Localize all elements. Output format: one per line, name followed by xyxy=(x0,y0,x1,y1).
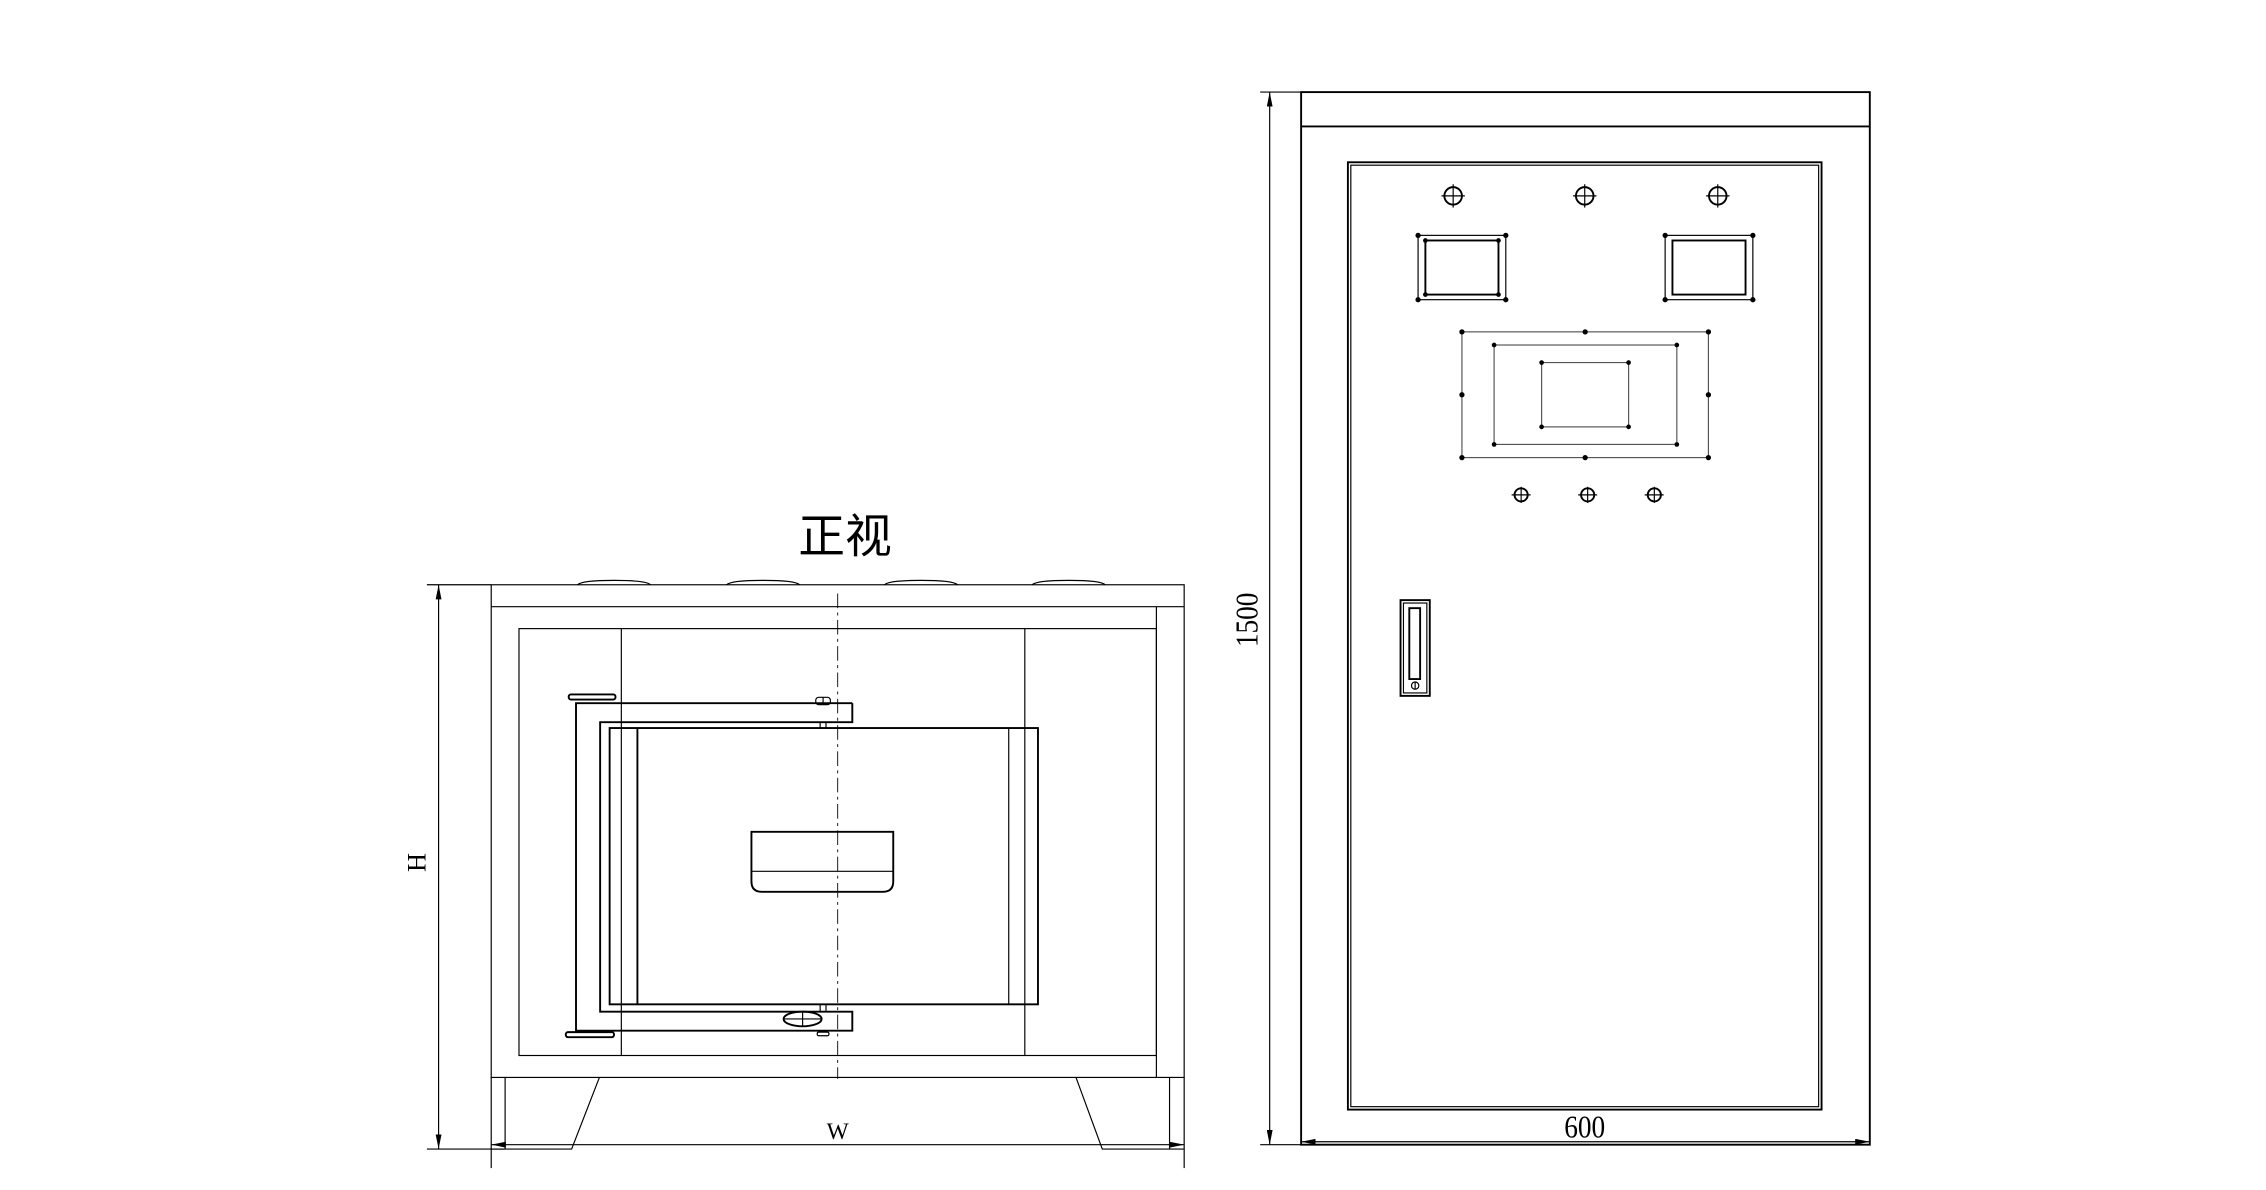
button-icon xyxy=(1578,486,1598,503)
indicator-light-icon xyxy=(1573,184,1597,208)
cabinet-height-dimension: 1500 xyxy=(1229,91,1302,1146)
cabinet-width-value: 600 xyxy=(1564,1109,1605,1145)
meter-left xyxy=(1415,232,1509,303)
button-icon xyxy=(1511,486,1531,503)
cabinet-door xyxy=(1346,161,1823,1111)
furnace-door xyxy=(608,727,1039,1006)
cabinet-drawing: 1500 600 xyxy=(1229,91,1871,1146)
height-label: H xyxy=(402,853,431,872)
front-view-drawing: 正视 xyxy=(402,512,1185,1169)
meter-right xyxy=(1662,232,1756,303)
indicator-light-icon xyxy=(1441,184,1465,208)
top-vent-caps xyxy=(577,579,1106,586)
height-dimension: H xyxy=(402,584,505,1150)
cabinet-width-dimension: 600 xyxy=(1301,1109,1870,1145)
controller-panel xyxy=(1459,329,1712,461)
cabinet-height-value: 1500 xyxy=(1229,593,1265,648)
door-handle xyxy=(750,830,895,893)
indicator-light-icon xyxy=(1706,184,1730,208)
buttons-bottom xyxy=(1511,486,1664,503)
width-label: W xyxy=(827,1119,850,1145)
door-hinge-frame xyxy=(564,693,854,1039)
furnace-legs xyxy=(490,1077,1185,1150)
width-dimension: W xyxy=(490,1119,1185,1169)
indicator-lights-top xyxy=(1441,184,1730,208)
front-view-title: 正视 xyxy=(798,512,892,564)
button-icon xyxy=(1644,486,1664,503)
cabinet-door-handle xyxy=(1399,599,1431,697)
